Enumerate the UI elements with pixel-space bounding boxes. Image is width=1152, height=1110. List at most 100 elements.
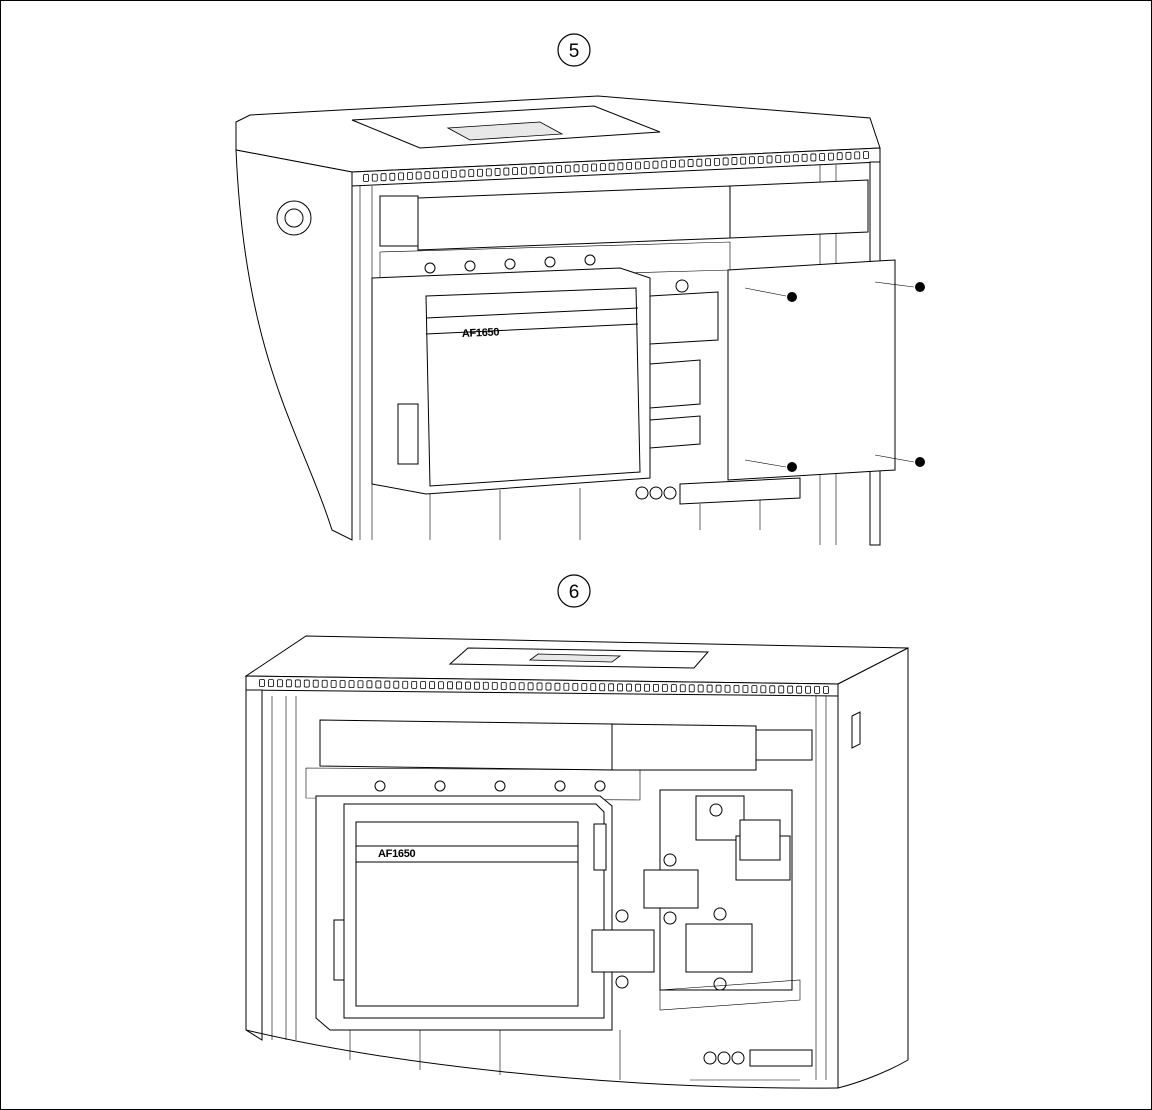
step-6-number: 6 xyxy=(569,582,580,603)
rail-slot xyxy=(599,163,606,172)
rail-slot xyxy=(545,682,552,691)
rail-slot xyxy=(810,153,817,162)
terminal xyxy=(717,1051,731,1065)
bolt xyxy=(544,256,556,268)
rail-slot xyxy=(312,679,319,688)
rail-slot xyxy=(670,684,677,693)
bolt xyxy=(424,262,436,274)
bolt xyxy=(554,780,566,792)
af1650-module-face xyxy=(425,287,641,487)
mounting-plate-screws xyxy=(787,282,925,472)
fuse-block xyxy=(591,929,655,973)
bolt xyxy=(504,258,516,270)
rail-slot xyxy=(751,685,758,694)
rail-slot xyxy=(420,681,427,689)
rail-slot xyxy=(536,682,543,691)
upper-beam xyxy=(417,185,731,251)
rail-slot xyxy=(573,164,580,173)
step-5-marker: 5 xyxy=(557,33,591,67)
rail-slot xyxy=(731,157,738,165)
rail-slot xyxy=(854,151,861,160)
rail-slot xyxy=(384,680,391,689)
screw xyxy=(915,457,925,467)
terminal-strip xyxy=(749,1049,813,1067)
lower-rail xyxy=(659,979,801,1011)
rail-slot xyxy=(371,173,378,182)
rail-slot xyxy=(733,684,740,693)
module-latch xyxy=(593,823,607,871)
fuse-block xyxy=(649,359,701,409)
rail-slot xyxy=(784,154,790,163)
stud xyxy=(663,853,677,867)
rail-slot xyxy=(415,171,422,180)
rail-slot xyxy=(749,156,755,165)
rail-slot xyxy=(581,683,588,691)
rail-slot xyxy=(380,173,387,182)
rail-slot xyxy=(447,681,453,690)
rail-slot xyxy=(740,156,747,165)
rail-slot xyxy=(473,681,480,690)
rail-slot xyxy=(456,681,462,690)
rail-slot xyxy=(375,680,382,689)
rail-slot xyxy=(491,681,498,690)
step-6-cabinet-illustration: AF1650 xyxy=(244,635,909,1089)
rail-slot xyxy=(303,679,310,688)
fuse-block xyxy=(649,291,719,345)
rail-slot xyxy=(285,679,292,688)
bolt xyxy=(464,260,476,272)
screw-guide-lines xyxy=(744,281,915,468)
rail-slot xyxy=(503,167,510,176)
rail-slot xyxy=(635,161,641,170)
fuse-block xyxy=(685,923,753,973)
af1650-label-step-5: AF1650 xyxy=(462,326,500,340)
rail-slot xyxy=(626,161,633,170)
rail-slot xyxy=(554,682,561,691)
step-5-cabinet-illustration: AF1650 xyxy=(235,95,925,546)
rail-slot xyxy=(494,168,501,176)
screw xyxy=(915,282,925,292)
rail-slot xyxy=(591,163,597,172)
rail-slot xyxy=(321,679,328,688)
cutaway-edge xyxy=(245,1029,839,1089)
bracket xyxy=(695,795,745,841)
stud xyxy=(615,909,629,923)
rail-slot xyxy=(687,159,694,167)
af1650-label-step-6: AF1650 xyxy=(378,848,416,860)
rail-slot xyxy=(465,681,471,690)
stud xyxy=(713,977,727,991)
roof-cover-inset xyxy=(528,653,622,663)
side-panel-port-inner xyxy=(284,208,304,228)
screw xyxy=(787,462,797,472)
rail-slot xyxy=(330,679,337,688)
rail-slot xyxy=(652,160,659,169)
rail-slot xyxy=(661,160,668,169)
rail-slot xyxy=(760,685,767,694)
rail-slot xyxy=(757,155,764,164)
interior-posts xyxy=(271,696,827,1080)
terminal xyxy=(663,486,677,500)
terminal xyxy=(703,1051,717,1065)
rail-slot xyxy=(348,680,355,689)
rail-slot xyxy=(643,161,650,169)
rail-slot xyxy=(626,683,632,692)
lower-terminals xyxy=(635,486,677,500)
rail-slot xyxy=(450,170,457,178)
rail-slot xyxy=(836,152,843,161)
rail-slot xyxy=(529,166,536,175)
rail-slot xyxy=(670,159,676,168)
rail-slot xyxy=(688,684,695,693)
rail-slot xyxy=(769,685,776,694)
af1650-module-face xyxy=(355,821,579,1007)
rail-slot xyxy=(482,681,489,690)
rail-slot xyxy=(644,683,650,692)
rail-slot xyxy=(608,162,615,171)
rail-slot xyxy=(402,680,409,689)
af1650-module-bands xyxy=(356,845,578,863)
side-panel xyxy=(837,647,909,1089)
rail-slot xyxy=(590,683,597,692)
rail-slot xyxy=(538,166,545,174)
lower-lines xyxy=(429,488,761,540)
rail-slot xyxy=(715,684,722,693)
fuse-block xyxy=(739,819,781,861)
